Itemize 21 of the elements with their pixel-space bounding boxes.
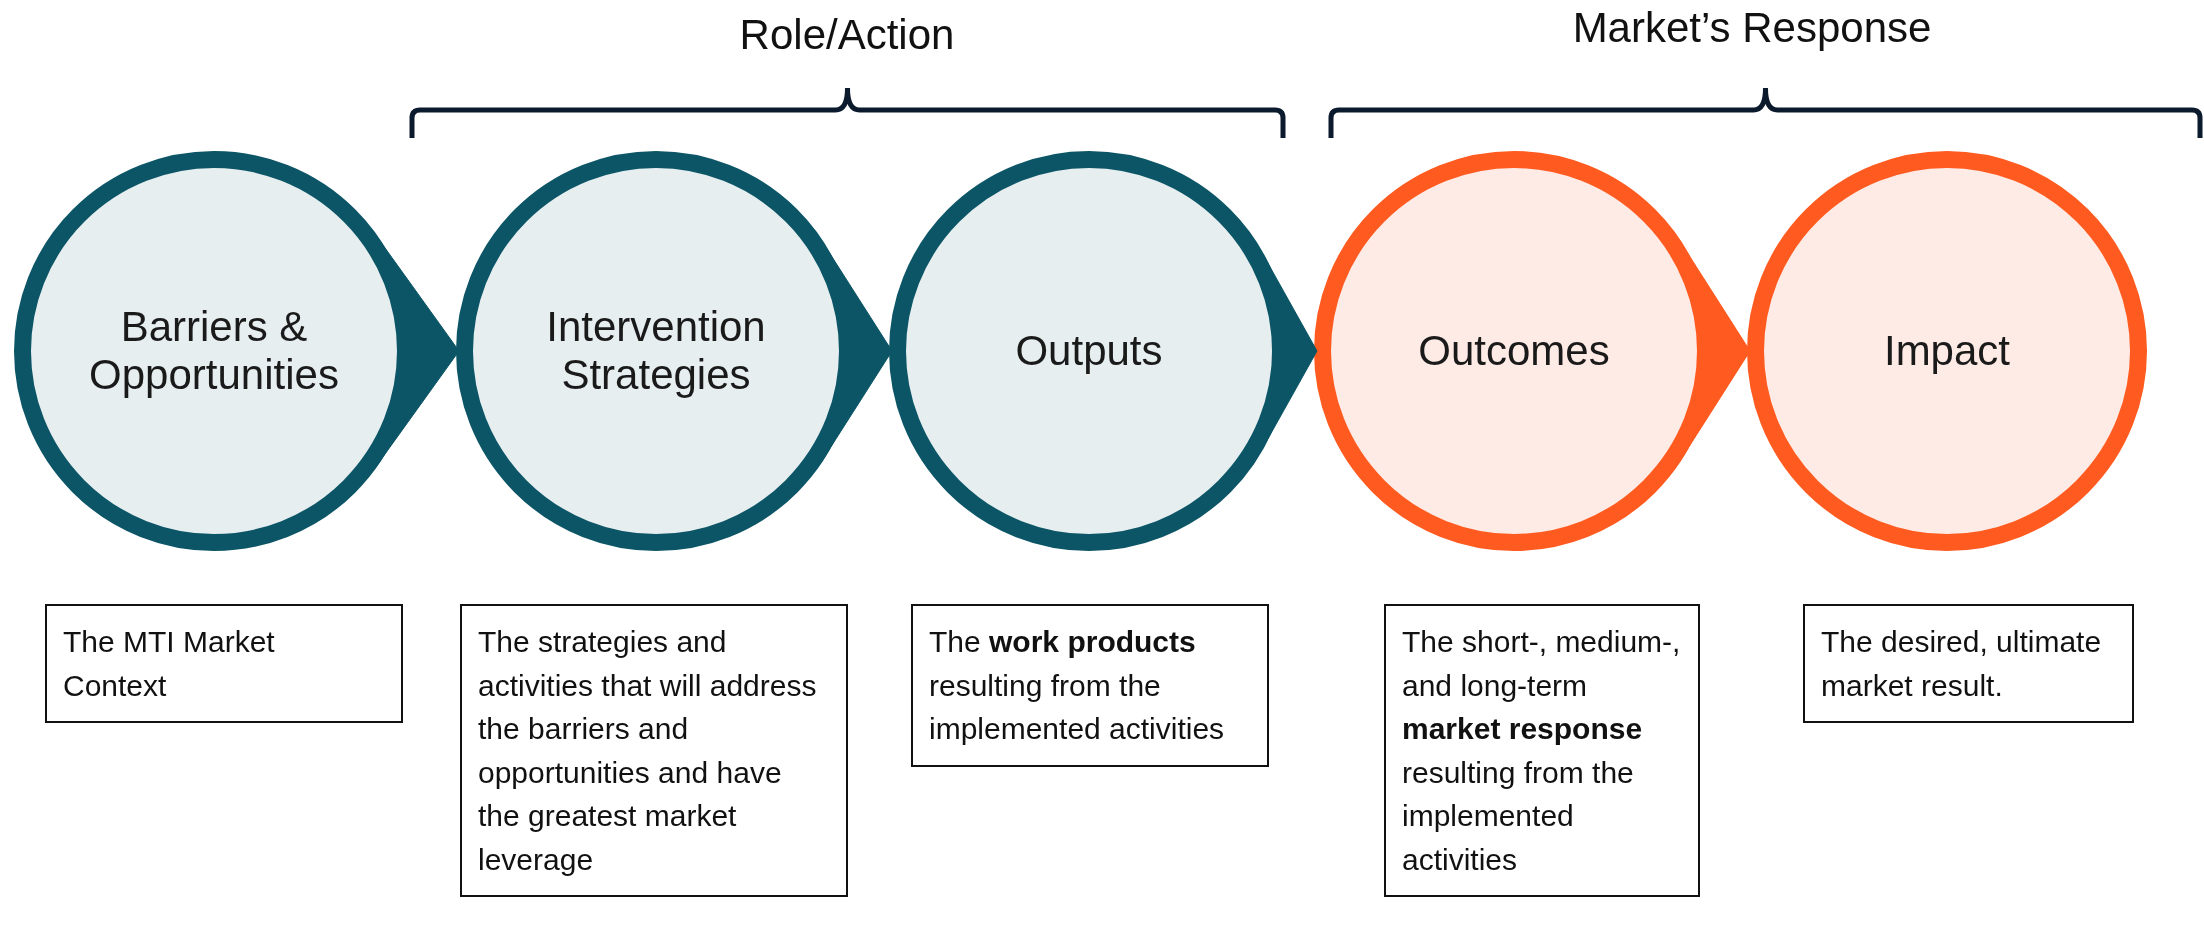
description-text: The work products resulting from the implemented activities [929,625,1225,745]
description-box [45,604,403,723]
description-text: The short-, medium-, and long-term market response resulting from the implemented activities [1402,625,1681,876]
stage-title: Intervention Strategies [545,302,767,400]
stage-title: Outcomes [1418,326,1610,376]
stage-title: Impact [1883,326,2010,376]
section-heading: Role/Action [739,11,955,59]
description-text: The desired, ultimate market result. [1821,625,2102,702]
stage-title: Barriers & Opportunities [88,302,340,400]
description-box [911,604,1269,767]
section-heading: Market’s Response [1572,4,1932,52]
arrow [1263,254,1318,448]
description-box [1803,604,2134,723]
arrow [1682,244,1751,458]
arrow [824,244,893,458]
stage-title: Outputs [1015,326,1163,376]
description-box [1384,604,1700,897]
description-text: The MTI Market Context [63,625,275,702]
arrow [375,235,460,467]
description-box [460,604,848,897]
description-text: The strategies and activities that will address the barriers and opportunities and have the greatest market leverage [478,625,817,876]
